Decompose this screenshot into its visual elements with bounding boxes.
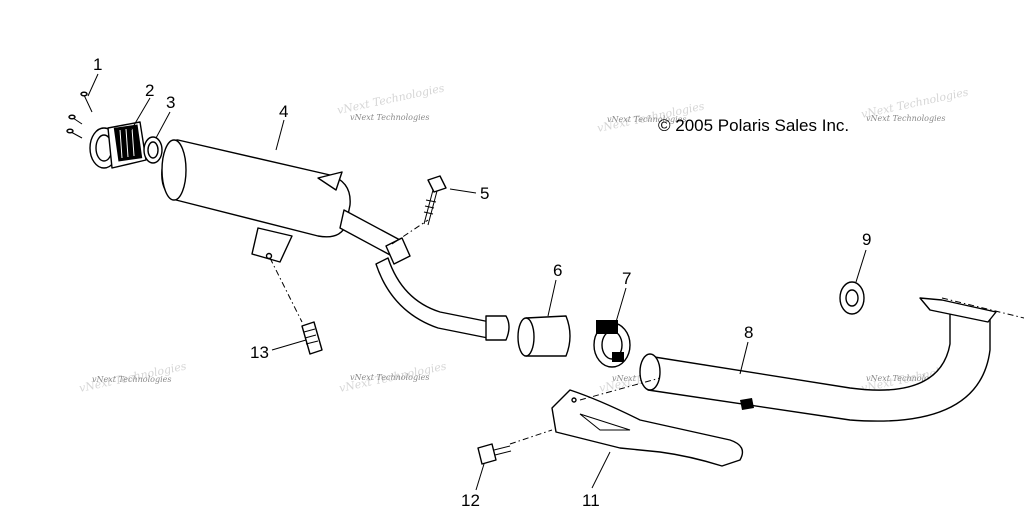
callout-7: 7 — [622, 269, 631, 288]
callout-6: 6 — [553, 261, 562, 280]
assembly-lines — [269, 219, 1024, 445]
callout-3: 3 — [166, 93, 175, 112]
watermark: vNext Technologies — [866, 114, 945, 123]
sleeve-part-6 — [517, 315, 571, 357]
callout-5: 5 — [480, 184, 489, 203]
callout-13: 13 — [250, 343, 269, 362]
watermark: vNext Technologies — [866, 374, 945, 383]
callout-1: 1 — [93, 55, 102, 74]
callout-4: 4 — [279, 102, 288, 121]
bolt-part-5 — [423, 175, 447, 226]
callout-2: 2 — [145, 81, 154, 100]
clamp-part-7 — [593, 320, 631, 368]
watermark: vNext Technologies — [607, 115, 686, 124]
head-pipe-part-8 — [639, 297, 997, 422]
bolt-part-13 — [301, 321, 323, 355]
callout-8: 8 — [744, 323, 753, 342]
end-cap-part-2 — [89, 121, 147, 169]
callout-11: 11 — [582, 491, 600, 510]
callout-9: 9 — [862, 230, 871, 249]
callout-12: 12 — [461, 491, 480, 510]
watermark: vNext Technologies — [92, 375, 171, 384]
mid-pipe — [375, 257, 510, 341]
watermark: vNext Technologies — [350, 373, 429, 382]
muffler-part-4 — [161, 139, 411, 265]
copyright-notice: © 2005 Polaris Sales Inc. — [658, 116, 849, 135]
bolt-part-12 — [477, 443, 512, 465]
heat-shield-part-11 — [551, 389, 744, 467]
watermark-shadow: vNext Technologies — [336, 81, 446, 117]
gasket-part-3 — [143, 136, 163, 164]
screw-part-1 — [66, 91, 93, 139]
watermark: vNext Technologies — [350, 113, 429, 122]
gasket-part-9 — [839, 281, 865, 315]
callouts: 1 2 3 4 5 6 7 8 9 11 12 13 — [93, 55, 871, 510]
leader-lines — [87, 73, 867, 491]
